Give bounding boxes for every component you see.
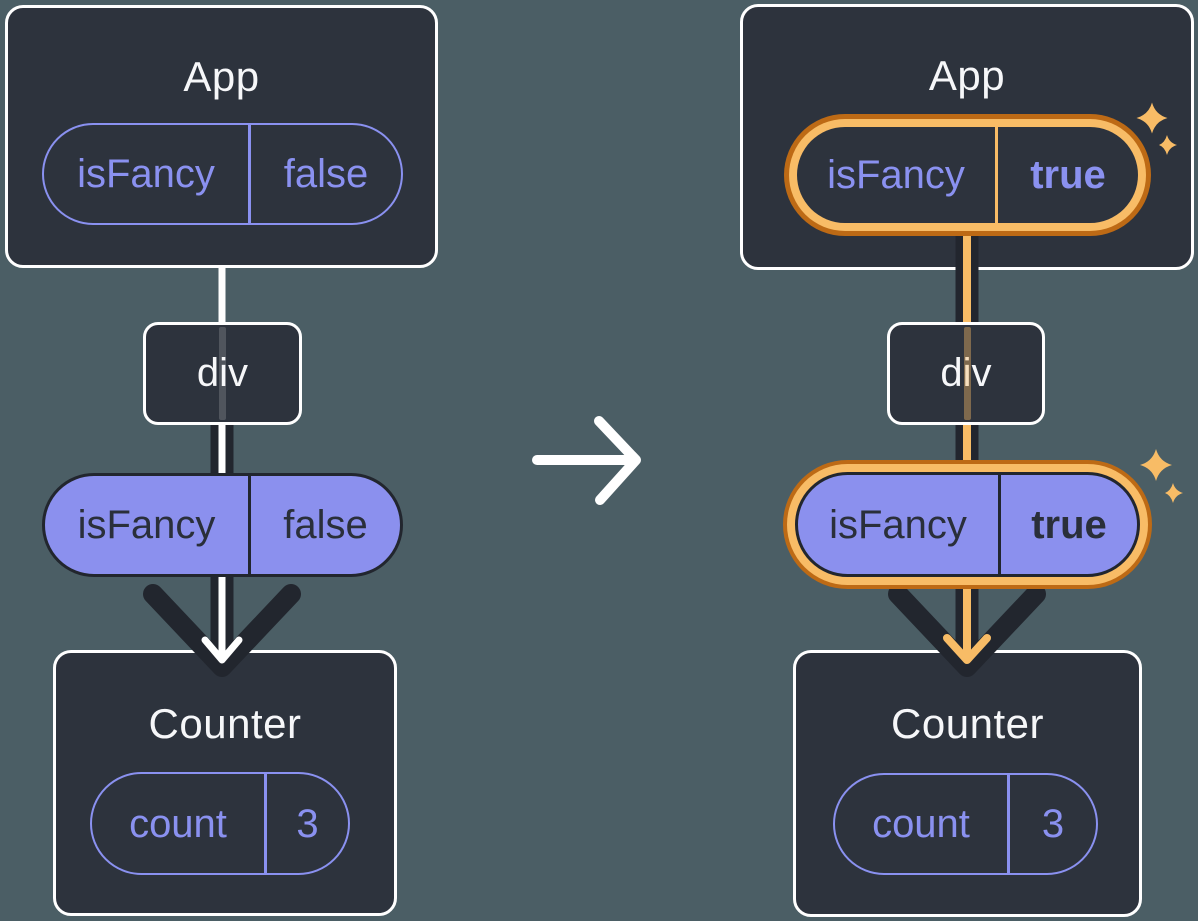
state-name: isFancy [77,152,215,196]
sparkle-large [1140,449,1172,481]
state-name: count [129,801,227,846]
passed-prop-pill-after-highlight-ring: isFancy true [783,460,1152,589]
pill-divider [1007,775,1010,873]
state-value: true [1030,153,1106,197]
pill-divider [248,476,251,574]
state-name: isFancy [827,153,965,197]
component-title: App [183,53,260,100]
transition-arrow-icon [532,416,641,505]
state-name: count [872,802,970,846]
highlight-ring-inner: isFancy true [789,119,1146,231]
prop-name: isFancy [77,503,216,547]
highlight-ring-inner: isFancy true [787,464,1148,585]
state-value: false [283,152,369,196]
passed-prop-pill-after: isFancy true [795,472,1140,577]
pill-divider [264,774,267,873]
component-title: App [928,52,1006,99]
pill-divider [998,475,1001,574]
component-title: Counter [148,700,302,747]
state-pill-counter-before: count 3 [90,772,350,875]
core-through-div-before [219,327,226,420]
component-title: Counter [891,700,1044,747]
state-value: 3 [296,801,319,846]
prop-value: false [283,503,368,547]
pill-divider [248,125,251,223]
state-value: 3 [1041,802,1065,846]
state-pill-app-before: isFancy false [42,123,403,225]
state-pill-counter-after: count 3 [833,773,1098,875]
state-pill-app-after: isFancy true [797,127,1138,223]
pill-divider [995,127,998,223]
core-through-div-after [964,327,971,420]
state-pill-app-after-highlight-ring: isFancy true [784,114,1151,236]
prop-name: isFancy [829,502,967,547]
passed-prop-pill-before: isFancy false [42,473,403,577]
prop-value: true [1031,502,1107,547]
sparkle-small [1165,483,1183,503]
